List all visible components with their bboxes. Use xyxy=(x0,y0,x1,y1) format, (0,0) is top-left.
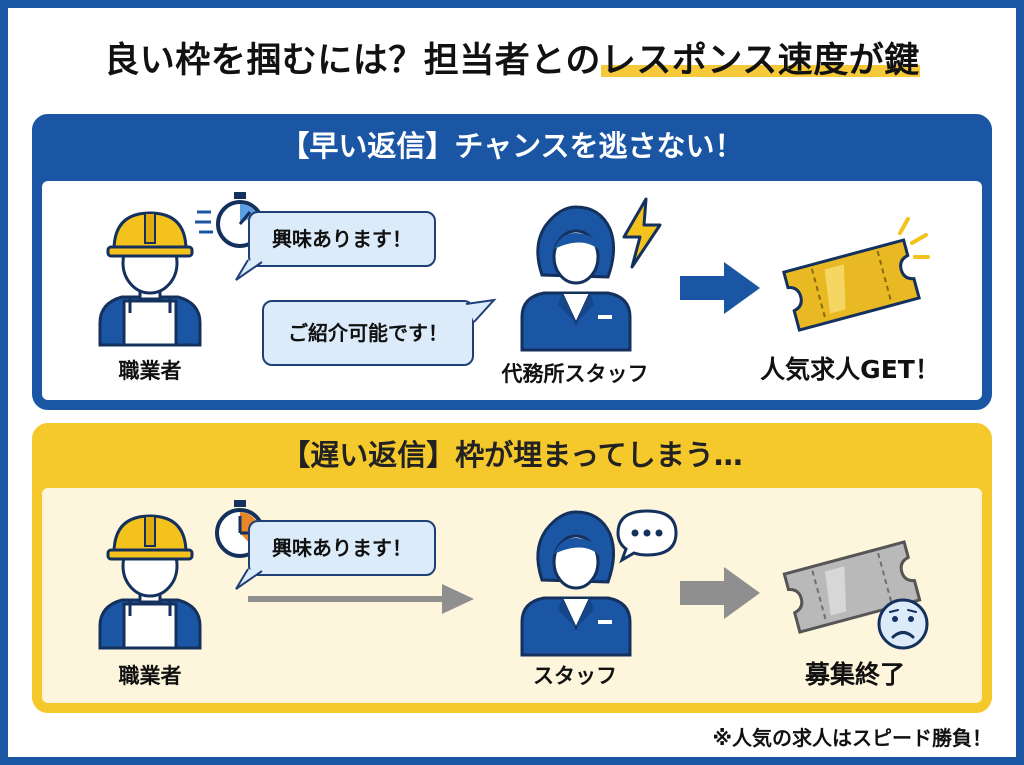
fast-worker-label: 職業者 xyxy=(118,359,182,383)
arrow-icon xyxy=(680,262,760,314)
slow-result-label: 募集終了 xyxy=(804,660,905,689)
fast-bubble-interest-text: 興味あります！ xyxy=(272,227,412,251)
page-title: 良い枠を掴むには？担当者とのレスポンス速度が鍵 xyxy=(0,32,1024,83)
fast-reply-panel: 【早い返信】チャンスを逃さない！ xyxy=(32,114,992,410)
title-highlight: レスポンス速度が鍵 xyxy=(600,41,920,81)
fast-bubble-introduce-text: ご紹介可能です！ xyxy=(288,321,448,345)
bubble-tail xyxy=(465,298,497,323)
bubble-tail xyxy=(235,259,263,281)
bubble-tail xyxy=(235,568,263,590)
slow-panel-header: 【遅い返信】枠が埋まってしまう… xyxy=(281,438,743,472)
arrow-icon xyxy=(680,567,760,619)
arrow-icon xyxy=(248,584,474,614)
slow-staff-label: スタッフ xyxy=(533,664,617,688)
fast-bubble-interest: 興味あります！ xyxy=(248,211,436,267)
ticket-icon xyxy=(781,217,930,332)
sad-face-icon xyxy=(877,598,929,650)
fast-panel-header: 【早い返信】チャンスを逃さない！ xyxy=(280,129,744,163)
speech-dots-icon xyxy=(616,509,678,564)
staff-icon xyxy=(520,205,632,352)
fast-bubble-introduce: ご紹介可能です！ xyxy=(262,300,474,366)
title-text: 良い枠を掴むには？担当者との xyxy=(104,41,601,81)
worker-icon xyxy=(98,211,202,347)
footnote: ※人気の求人はスピード勝負！ xyxy=(712,726,992,750)
staff-icon xyxy=(520,510,632,657)
worker-icon xyxy=(98,514,202,650)
ticket-icon xyxy=(782,540,922,634)
slow-bubble-interest: 興味あります！ xyxy=(248,520,436,576)
fast-result-label: 人気求人GET！ xyxy=(760,355,940,384)
slow-worker-label: 職業者 xyxy=(118,664,182,688)
fast-staff-label: 代務所スタッフ xyxy=(501,362,649,386)
slow-bubble-interest-text: 興味あります！ xyxy=(272,536,412,560)
lightning-icon xyxy=(622,197,662,269)
